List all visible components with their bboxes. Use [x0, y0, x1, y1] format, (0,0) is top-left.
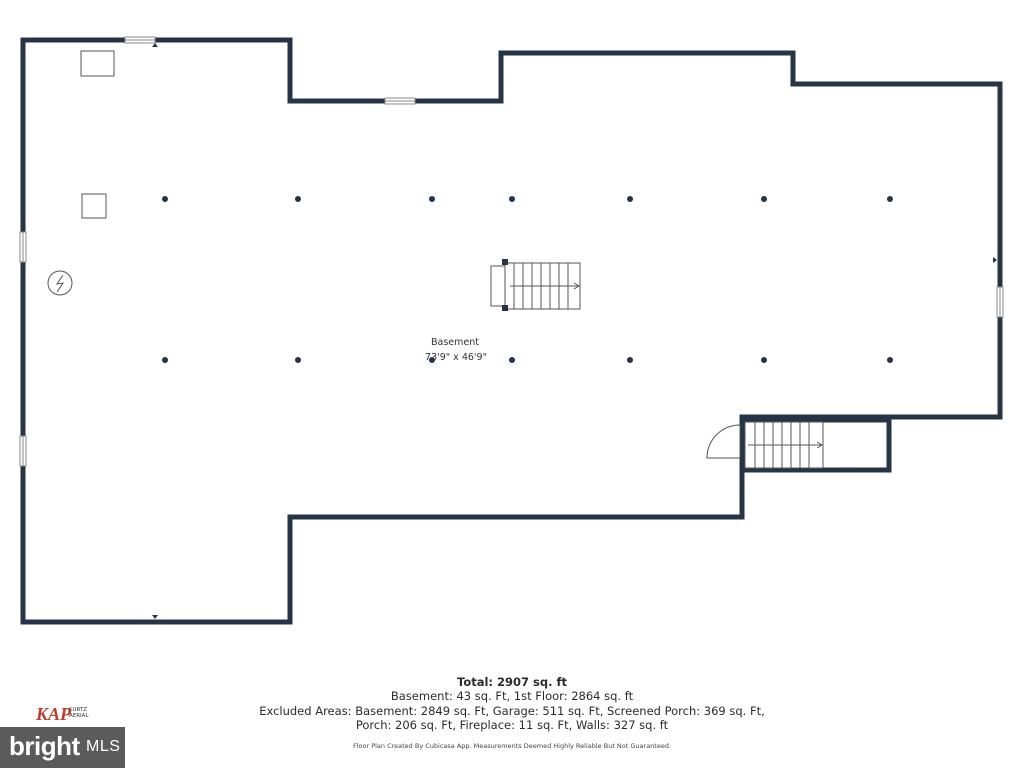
- room-name: Basement: [431, 337, 479, 348]
- window-icon: [19, 231, 27, 263]
- window-icon: [19, 435, 27, 467]
- window-icon: [124, 36, 156, 44]
- column-icon: [162, 196, 893, 363]
- area-breakdown: Basement: 43 sq. Ft, 1st Floor: 2864 sq.…: [390, 689, 634, 703]
- door-swing-icon: [706, 424, 741, 459]
- window-icon: [384, 97, 416, 105]
- stair-alcove-wall: [742, 417, 892, 473]
- bright-mls-logo: bright MLS: [0, 727, 125, 768]
- excluded-areas-cont: Porch: 206 sq. Ft, Fireplace: 11 sq. Ft,…: [355, 718, 669, 732]
- exterior-wall: [20, 37, 1003, 625]
- kap-logo: KAP KURTZ AERIAL: [36, 697, 96, 727]
- electrical-panel-icon: [47, 270, 73, 296]
- kap-logo-text: KAP: [36, 704, 72, 724]
- room-dimensions: 73'9" x 46'9": [425, 352, 487, 363]
- floor-plan: [19, 36, 1004, 625]
- stairs-icon: [744, 421, 824, 469]
- window-icon: [996, 286, 1004, 318]
- excluded-areas: Excluded Areas: Basement: 2849 sq. Ft, G…: [259, 704, 765, 718]
- total-area: Total: 2907 sq. ft: [457, 675, 567, 689]
- wall-tick: [152, 43, 997, 619]
- utility-box: [80, 50, 115, 77]
- stairs-icon: [490, 259, 581, 311]
- kap-logo-subtext: KURTZ AERIAL: [69, 707, 89, 719]
- bright-logo-suffix: MLS: [86, 738, 121, 755]
- utility-box: [81, 193, 107, 219]
- bright-logo-word: bright: [9, 731, 80, 761]
- disclaimer: Floor Plan Created By Cubicasa App. Meas…: [352, 742, 672, 750]
